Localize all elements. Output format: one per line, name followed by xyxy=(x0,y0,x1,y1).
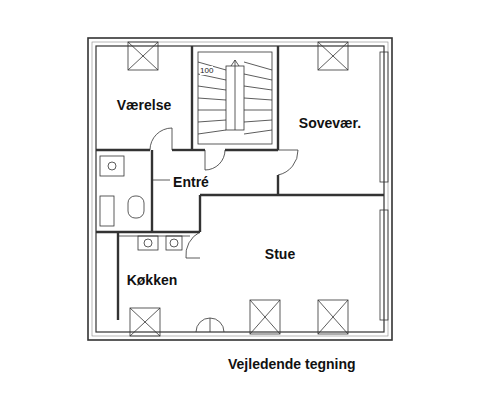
room-name: Sovevær. xyxy=(299,115,361,131)
room: Sovevær. xyxy=(282,95,378,150)
dimension: 100 xyxy=(200,66,213,75)
room: Værelse xyxy=(100,60,188,150)
room-name: Køkken xyxy=(127,272,178,288)
room: Entré xyxy=(160,164,222,200)
room-name: Entré xyxy=(173,174,209,190)
room-name: Stue xyxy=(265,246,295,262)
room: Køkken xyxy=(100,262,204,298)
room: Stue xyxy=(225,232,335,276)
caption: Vejledende tegning xyxy=(228,356,356,372)
room-name: Værelse xyxy=(117,97,171,113)
